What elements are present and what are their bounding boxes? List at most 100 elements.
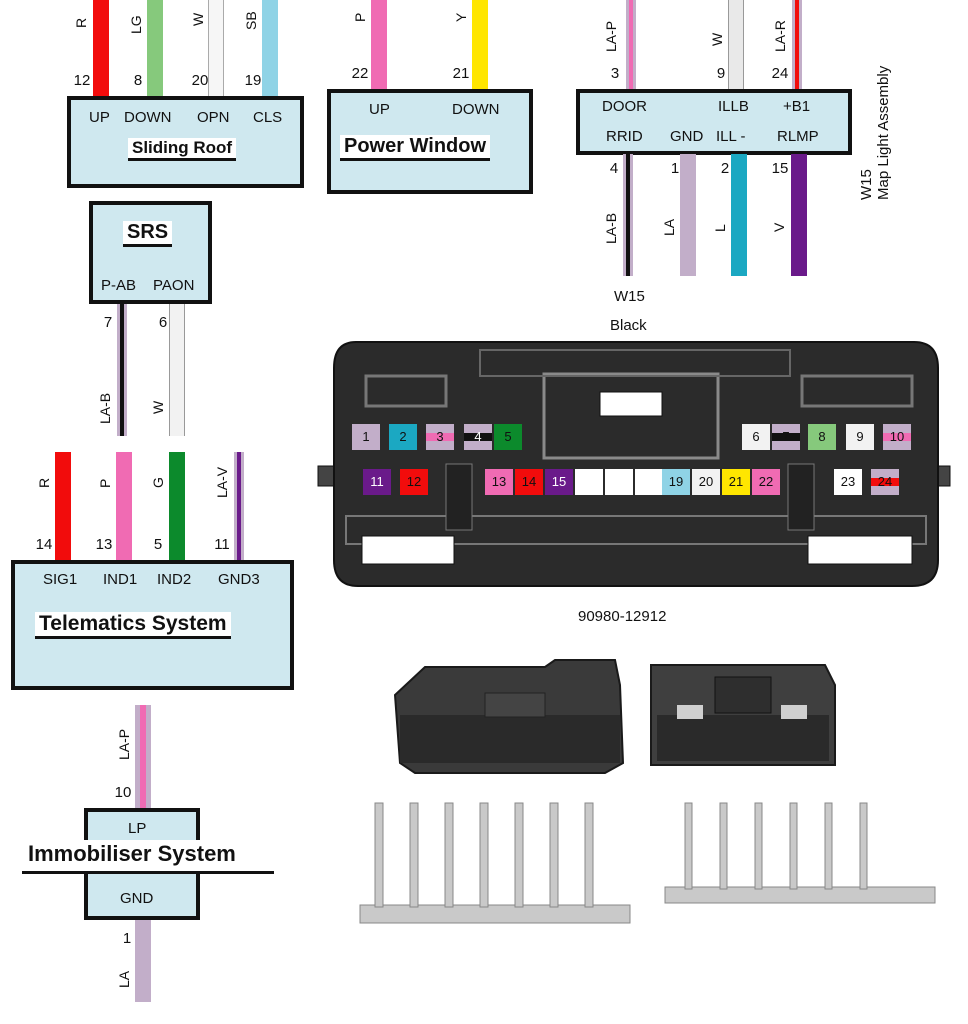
pin-label: IND1: [103, 571, 138, 588]
wire-code: LA: [661, 218, 677, 236]
cavity-10: 10: [883, 424, 911, 450]
wire-code: LA-P: [116, 728, 132, 760]
pin-number: 21: [452, 65, 470, 82]
pin-number: 14: [35, 536, 53, 553]
cavity-4: 4: [464, 424, 492, 450]
wire-code: L: [712, 224, 728, 232]
telematics-box: SIG1 IND1 IND2 GND3 Telematics System: [11, 560, 294, 690]
wire-w: [728, 0, 744, 90]
pin-number: 22: [351, 65, 369, 82]
connector-part-number: 90980-12912: [578, 608, 667, 625]
pin-number: 19: [244, 72, 262, 89]
wire-code: P: [97, 478, 113, 488]
pin-label: ILL -: [716, 128, 746, 145]
wire-p: [371, 0, 387, 90]
wire-code: LA: [116, 970, 132, 988]
wire-la-r: [792, 0, 802, 90]
map-light-box: DOOR ILLB +B1 RRID GND ILL - RLMP: [576, 89, 852, 155]
wire-code: R: [36, 477, 52, 488]
pin-label: UP: [89, 109, 110, 126]
cavity-empty: [605, 469, 633, 495]
wire-code: V: [771, 222, 787, 232]
wire-code: R: [73, 17, 89, 28]
wire-code: LA-B: [97, 392, 113, 424]
pin-label: RLMP: [777, 128, 819, 145]
pin-label: ILLB: [718, 98, 749, 115]
wire-code: LG: [128, 15, 144, 34]
wire-la-b: [117, 304, 127, 436]
pin-number: 24: [771, 65, 789, 82]
wire-la: [135, 920, 151, 1002]
cavity-1: 1: [352, 424, 380, 450]
immobiliser-title: Immobiliser System: [28, 841, 236, 866]
pin-number: 15: [771, 160, 789, 177]
wire-w: [169, 304, 185, 436]
pin-number: 12: [73, 72, 91, 89]
wire-code: LA-R: [772, 20, 788, 52]
srs-box: SRS P-AB PAON: [89, 201, 212, 304]
pin-number: 1: [122, 930, 132, 947]
pin-number: 9: [716, 65, 726, 82]
wire-code: LA-B: [603, 212, 619, 244]
sliding-roof-box: UP DOWN OPN CLS Sliding Roof: [67, 96, 304, 188]
power-window-title: Power Window: [340, 135, 491, 161]
connector-color: Black: [610, 317, 647, 334]
pin-label: OPN: [197, 109, 230, 126]
pin-label: +B1: [783, 98, 811, 115]
pin-label: CLS: [253, 109, 283, 126]
cavity-2: 2: [389, 424, 417, 450]
pin-number: 13: [95, 536, 113, 553]
map-light-code: W15: [858, 169, 875, 200]
pin-label: GND: [120, 890, 154, 907]
pin-number: 5: [153, 536, 163, 553]
wire-la-v: [234, 452, 244, 562]
pin-number: 20: [191, 72, 209, 89]
wire-code: SB: [243, 11, 259, 30]
wire-code: LA-P: [603, 20, 619, 52]
wire-la-b: [623, 154, 633, 276]
cavity-19: 19: [662, 469, 690, 495]
pin-label: PAON: [153, 277, 195, 294]
pin-label: DOWN: [124, 109, 172, 126]
wire-code: LA-V: [214, 466, 230, 498]
wire-l: [731, 154, 747, 276]
pin-label: LP: [128, 820, 147, 837]
immobiliser-title-bar: Immobiliser System: [22, 840, 274, 874]
wire-v: [791, 154, 807, 276]
wire-code: P: [352, 12, 368, 22]
wire-lg: [147, 0, 163, 96]
pin-label: RRID: [606, 128, 643, 145]
wire-code: G: [150, 477, 166, 488]
cavity-23: 23: [834, 469, 862, 495]
cavity-20: 20: [692, 469, 720, 495]
cavity-3: 3: [426, 424, 454, 450]
cavity-15: 15: [545, 469, 573, 495]
pin-number: 4: [609, 160, 619, 177]
wire-y: [472, 0, 488, 90]
wire-code: Y: [453, 12, 469, 22]
cavity-5: 5: [494, 424, 522, 450]
cavity-6: 6: [742, 424, 770, 450]
connector-code: W15: [614, 288, 645, 305]
pin-label: GND3: [218, 571, 260, 588]
immobiliser-box-bottom: GND: [84, 874, 200, 920]
telematics-title: Telematics System: [35, 612, 231, 639]
pin-number: 6: [158, 314, 168, 331]
pin-label: IND2: [157, 571, 192, 588]
cavity-11: 11: [363, 469, 391, 495]
wire-code: W: [190, 12, 206, 26]
wire-w: [208, 0, 224, 96]
pin-number: 1: [670, 160, 680, 177]
pin-label: P-AB: [101, 277, 137, 294]
cavity-empty: [575, 469, 603, 495]
cavity-7: 7: [772, 424, 800, 450]
wire-code: W: [150, 400, 166, 414]
cavity-14: 14: [515, 469, 543, 495]
immobiliser-box-top: LP: [84, 808, 200, 846]
power-window-box: UP DOWN Power Window: [327, 89, 533, 194]
cavity-22: 22: [752, 469, 780, 495]
pin-label: SIG1: [43, 571, 78, 588]
cavity-empty: [635, 469, 663, 495]
cavity-8: 8: [808, 424, 836, 450]
pin-number: 7: [103, 314, 113, 331]
